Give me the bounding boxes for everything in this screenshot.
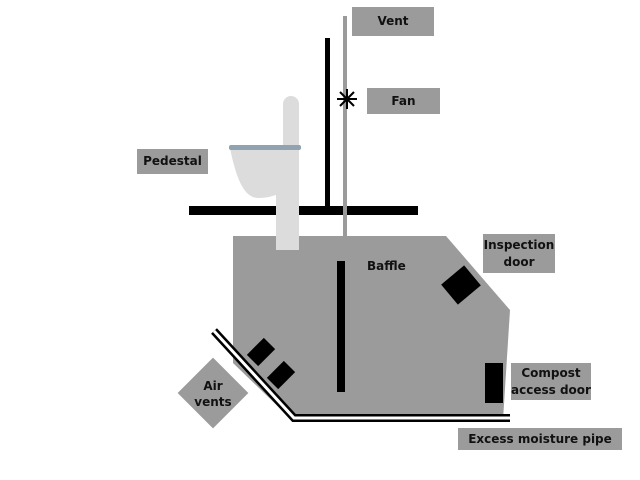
baffle-line: [337, 261, 345, 392]
compost-access-door-label: Compost access door: [511, 363, 591, 400]
air-vents-label: Air vents: [194, 378, 232, 409]
toilet-icon: [229, 96, 301, 250]
excess-moisture-pipe: [211, 328, 510, 422]
vent-label: Vent: [352, 7, 434, 36]
inspection-door: [441, 265, 481, 305]
vertical-pipe: [325, 38, 330, 207]
air-vent-1: [246, 337, 276, 367]
excess-moisture-pipe-label: Excess moisture pipe: [458, 428, 622, 450]
inspection-door-label: Inspection door: [483, 234, 555, 273]
pedestal-label: Pedestal: [137, 149, 208, 174]
baffle-label: Baffle: [367, 259, 406, 273]
compost-chamber: [233, 236, 510, 420]
floor-slab: [189, 206, 418, 215]
fan-label: Fan: [367, 88, 440, 114]
fan-icon: [337, 89, 357, 109]
compost-access-door: [485, 363, 503, 403]
vent-pipe: [343, 16, 347, 238]
air-vent-2: [266, 360, 296, 390]
